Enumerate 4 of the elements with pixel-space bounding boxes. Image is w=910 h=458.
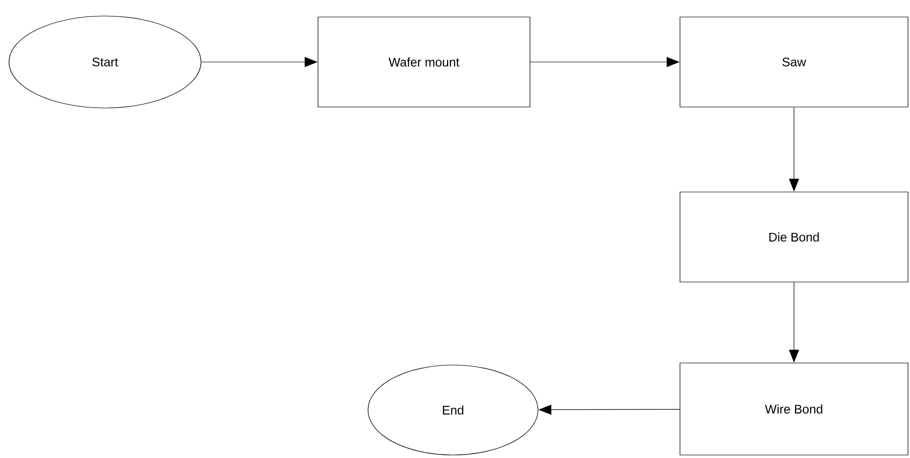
process-box: Wafer mount	[318, 16, 530, 108]
process-box: Die Bond	[680, 192, 908, 282]
process-box: Wire Bond	[680, 362, 908, 456]
process-box: Saw	[680, 16, 908, 108]
